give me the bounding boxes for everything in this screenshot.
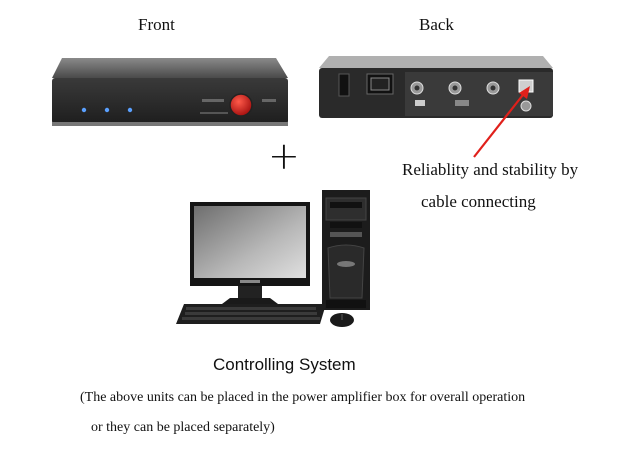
callout-arrow [473,86,530,158]
plus-sign: + [268,134,300,178]
note-line2: or they can be placed separately) [91,420,275,435]
back-unit-image [319,56,553,118]
callout-text-line2: cable connecting [421,192,536,211]
controlling-system-image [176,190,370,327]
back-label: Back [419,15,454,34]
front-unit-image [52,58,288,126]
controlling-system-label: Controlling System [213,355,356,374]
note-line1: (The above units can be placed in the po… [80,390,526,405]
front-label: Front [138,15,175,34]
callout-text-line1: Reliablity and stability by [402,160,579,179]
